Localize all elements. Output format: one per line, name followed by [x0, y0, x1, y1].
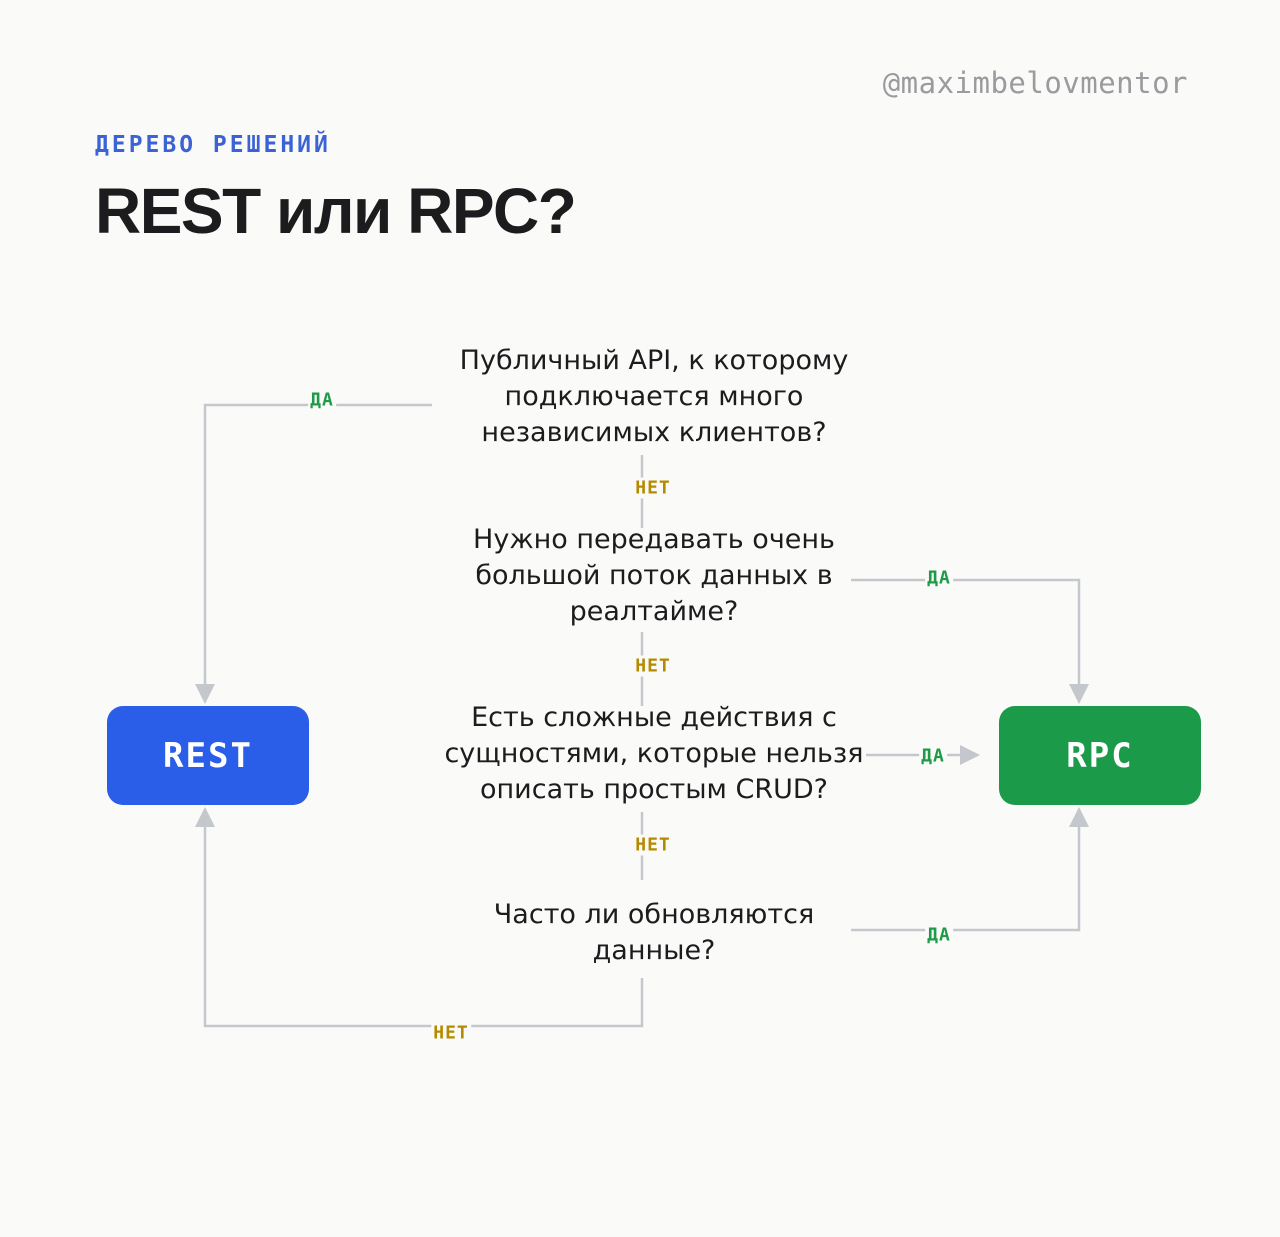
- outcome-rpc-label: RPC: [1066, 735, 1134, 776]
- author-handle: @maximbelovmentor: [882, 66, 1188, 100]
- label-q4-no: НЕТ: [431, 1022, 471, 1044]
- question-complex-actions: Есть сложные действия с сущностями, кото…: [444, 702, 864, 805]
- question-frequent-updates: Часто ли обновляются данные?: [493, 899, 815, 966]
- label-q3-yes: ДА: [919, 745, 947, 767]
- outcome-rest: REST: [107, 706, 309, 805]
- question-public-api: Публичный API, к которому подключается м…: [459, 345, 849, 448]
- outcome-rest-label: REST: [163, 735, 253, 776]
- question-realtime-stream: Нужно передавать очень большой поток дан…: [473, 524, 835, 627]
- label-q4-yes: ДА: [925, 924, 953, 946]
- label-q3-no: НЕТ: [633, 834, 673, 856]
- page-title: REST или RPC?: [95, 175, 577, 247]
- outcome-rpc: RPC: [999, 706, 1201, 805]
- connector-q2-yes-rpc: [851, 578, 1089, 704]
- label-q1-no: НЕТ: [633, 477, 673, 499]
- label-q2-no: НЕТ: [633, 655, 673, 677]
- section-eyebrow: ДЕРЕВО РЕШЕНИЙ: [95, 132, 331, 158]
- label-q2-yes: ДА: [925, 567, 953, 589]
- connector-q4-yes-rpc: [851, 807, 1089, 932]
- connector-q1-yes-rest: [195, 403, 432, 704]
- label-q1-yes: ДА: [308, 389, 336, 411]
- connector-q4-no-rest: [195, 807, 644, 1028]
